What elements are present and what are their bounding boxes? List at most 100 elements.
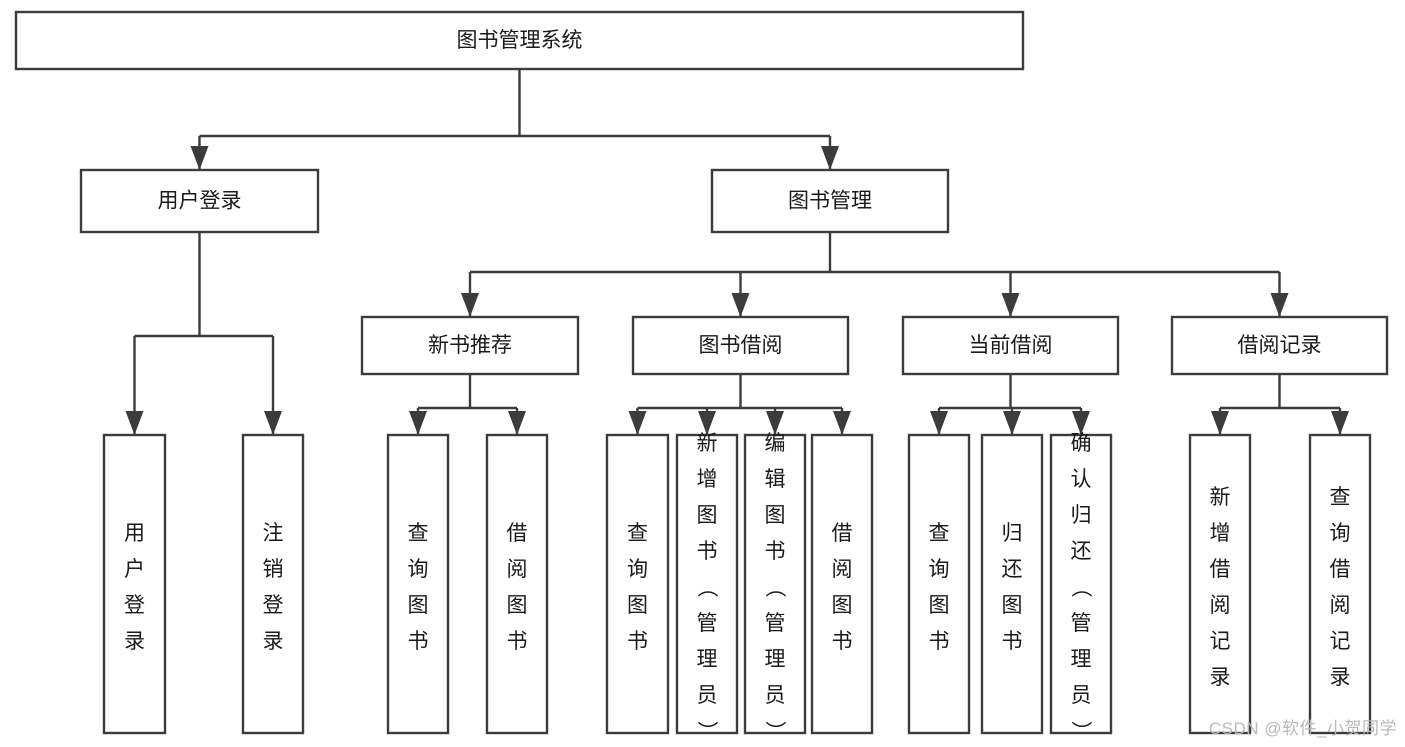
arrow-head-icon (766, 411, 784, 435)
node-label-leaf-user-login-char-3: 录 (124, 630, 145, 653)
node-label-leaf-return-book-char-3: 书 (1002, 630, 1023, 653)
node-label-user-login: 用户登录 (158, 190, 242, 213)
node-label-leaf-user-login-char-1: 户 (124, 558, 145, 581)
arrow-head-icon (731, 293, 750, 317)
node-label-leaf-query-book-current-char-1: 询 (929, 558, 950, 581)
node-label-leaf-return-book-char-1: 还 (1002, 558, 1023, 581)
node-label-leaf-query-borrow-record-char-5: 录 (1330, 666, 1351, 689)
node-label-leaf-user-login-char-2: 登 (124, 594, 145, 617)
node-label-leaf-add-borrow-record-char-4: 记 (1210, 630, 1231, 653)
node-new-book-recommend[interactable]: 新书推荐 (360, 315, 580, 376)
node-label-root: 图书管理系统 (457, 29, 583, 52)
node-current-borrow[interactable]: 当前借阅 (901, 315, 1120, 376)
node-label-leaf-edit-book-admin-char-5: 管 (765, 612, 786, 635)
node-box-leaf-query-book-rec (386, 433, 450, 735)
node-label-leaf-borrow-book-rec-char-1: 阅 (507, 558, 528, 581)
node-label-leaf-user-login-char-0: 用 (124, 522, 145, 545)
node-label-leaf-add-borrow-record-char-5: 录 (1210, 666, 1231, 689)
node-label-leaf-borrow-book-char-3: 书 (832, 630, 853, 653)
node-label-leaf-confirm-return-admin-char-2: 归 (1071, 504, 1092, 527)
node-label-leaf-logout-login-char-2: 登 (263, 594, 284, 617)
node-label-leaf-borrow-book-rec-char-2: 图 (507, 594, 528, 617)
arrow-head-icon (930, 411, 948, 435)
node-label-leaf-edit-book-admin-char-0: 编 (765, 432, 786, 455)
arrow-head-icon (833, 411, 851, 435)
node-label-leaf-add-book-admin-char-3: 书 (697, 540, 718, 563)
node-label-leaf-query-book-rec-char-0: 查 (408, 522, 429, 545)
node-label-leaf-query-book-rec-char-2: 图 (408, 594, 429, 617)
node-label-leaf-confirm-return-admin-char-5: 管 (1071, 612, 1092, 635)
node-label-leaf-edit-book-admin-char-1: 辑 (765, 468, 786, 491)
arrow-head-icon (1001, 293, 1020, 317)
node-borrow-record[interactable]: 借阅记录 (1170, 315, 1389, 376)
node-label-borrow-record: 借阅记录 (1238, 334, 1322, 357)
node-box-root (14, 10, 1025, 71)
arrow-head-icon (1003, 411, 1021, 435)
node-label-leaf-borrow-book-char-1: 阅 (832, 558, 853, 581)
arrow-head-icon (1331, 411, 1349, 435)
node-label-leaf-query-borrow-record-char-1: 询 (1330, 522, 1351, 545)
node-label-leaf-add-book-admin-char-5: 管 (697, 612, 718, 635)
arrow-head-icon (125, 411, 144, 435)
node-label-leaf-confirm-return-admin-char-6: 理 (1071, 648, 1092, 671)
node-label-leaf-edit-book-admin-char-4: （ (763, 577, 786, 598)
node-book-borrow[interactable]: 图书借阅 (631, 315, 850, 376)
connector-layer (125, 69, 1349, 435)
node-label-leaf-query-book-borrow-char-3: 书 (627, 630, 648, 653)
node-label-leaf-add-book-admin-char-6: 理 (697, 648, 718, 671)
node-root[interactable]: 图书管理系统 (14, 10, 1025, 71)
node-label-leaf-add-borrow-record-char-3: 阅 (1210, 594, 1231, 617)
node-label-leaf-add-borrow-record-char-1: 增 (1210, 522, 1231, 545)
node-leaf-user-login[interactable]: 用户登录 (102, 433, 167, 735)
node-label-leaf-query-book-current-char-2: 图 (929, 594, 950, 617)
node-label-leaf-add-book-admin-char-0: 新 (697, 432, 718, 455)
node-label-leaf-edit-book-admin-char-2: 图 (765, 504, 786, 527)
node-label-leaf-query-borrow-record-char-3: 阅 (1330, 594, 1351, 617)
node-label-leaf-return-book-char-0: 归 (1002, 522, 1023, 545)
node-box-leaf-edit-book-admin (743, 433, 807, 735)
node-label-leaf-add-book-admin-char-1: 增 (697, 468, 718, 491)
node-label-leaf-confirm-return-admin-char-3: 还 (1071, 540, 1092, 563)
node-label-leaf-query-book-borrow-char-1: 询 (627, 558, 648, 581)
node-label-current-borrow: 当前借阅 (969, 334, 1053, 357)
node-label-leaf-query-book-current-char-3: 书 (929, 630, 950, 653)
node-label-leaf-logout-login-char-0: 注 (263, 522, 284, 545)
node-label-leaf-edit-book-admin-char-7: 员 (765, 684, 786, 707)
node-label-leaf-confirm-return-admin-char-8: ） (1069, 721, 1092, 742)
arrow-head-icon (628, 411, 647, 435)
arrow-head-icon (1270, 293, 1289, 317)
node-label-leaf-add-borrow-record-char-0: 新 (1210, 486, 1231, 509)
node-label-leaf-return-book-char-2: 图 (1002, 594, 1023, 617)
arrow-head-icon (461, 293, 479, 317)
node-label-leaf-edit-book-admin-char-6: 理 (765, 648, 786, 671)
node-label-leaf-logout-login-char-3: 录 (263, 630, 284, 653)
node-box-leaf-borrow-book (810, 433, 874, 735)
node-label-leaf-confirm-return-admin-char-0: 确 (1071, 432, 1092, 455)
arrow-head-icon (821, 146, 839, 170)
node-label-leaf-add-borrow-record-char-2: 借 (1210, 558, 1231, 581)
node-label-new-book-recommend: 新书推荐 (428, 334, 512, 357)
arrow-head-icon (1211, 411, 1229, 435)
node-box-leaf-query-book-current (907, 433, 971, 735)
node-label-leaf-confirm-return-admin-char-7: 员 (1071, 684, 1092, 707)
arrow-head-icon (190, 146, 209, 170)
node-user-login[interactable]: 用户登录 (79, 168, 320, 234)
node-book-manage[interactable]: 图书管理 (710, 168, 950, 234)
node-label-leaf-add-book-admin-char-8: ） (695, 721, 718, 742)
node-label-leaf-edit-book-admin-char-8: ） (763, 721, 786, 742)
node-label-leaf-query-book-rec-char-1: 询 (408, 558, 429, 581)
node-layer: 图书管理系统用户登录图书管理新书推荐图书借阅当前借阅借阅记录用户登录注销登录查询… (14, 10, 1389, 742)
node-box-book-manage (710, 168, 950, 234)
